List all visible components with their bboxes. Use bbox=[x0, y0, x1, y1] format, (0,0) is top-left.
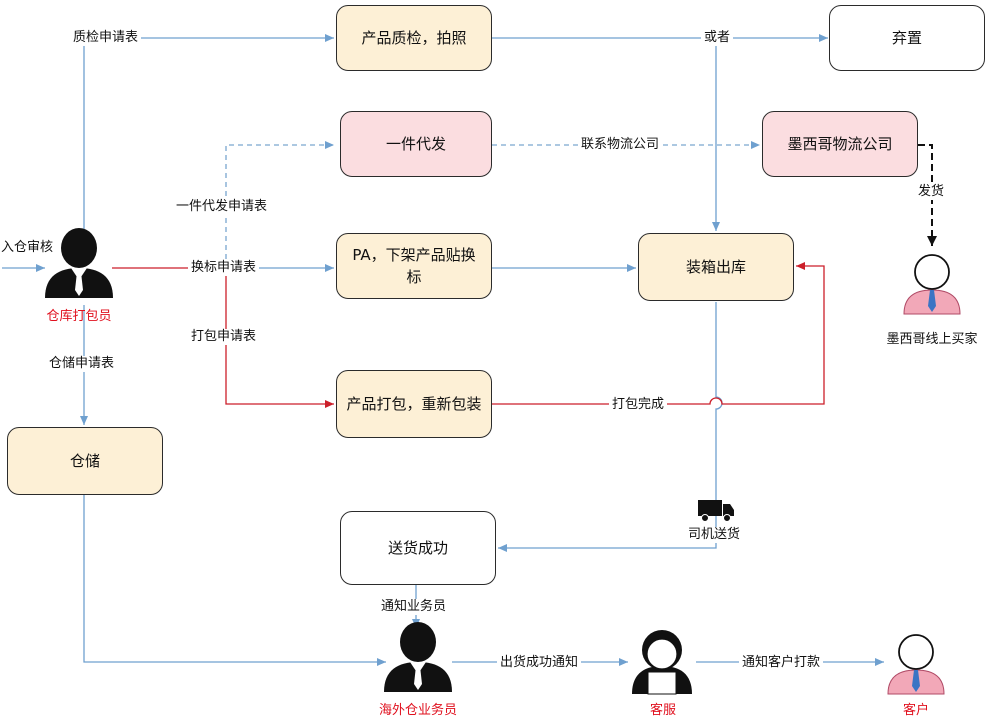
node-storage: 仓储 bbox=[7, 427, 163, 495]
role-overseas-salesperson: 海外仓业务员 bbox=[378, 703, 458, 718]
label-contact-logistics: 联系物流公司 bbox=[578, 137, 663, 153]
service-agent-icon bbox=[632, 630, 692, 695]
label-pack-request: 打包申请表 bbox=[188, 329, 260, 345]
role-customer: 客户 bbox=[902, 703, 930, 718]
businessman-icon bbox=[384, 622, 452, 692]
node-repack: 产品打包，重新包装 bbox=[336, 370, 492, 438]
arrow-pack-done bbox=[492, 262, 825, 405]
label-storage-request: 仓储申请表 bbox=[46, 356, 118, 372]
role-mexico-buyer: 墨西哥线上买家 bbox=[886, 332, 978, 347]
label-or: 或者 bbox=[701, 30, 734, 46]
node-dropship: 一件代发 bbox=[340, 111, 492, 177]
label-inbound-review: 入仓审核 bbox=[0, 240, 57, 256]
label-notify-customer-pay: 通知客户打款 bbox=[739, 655, 824, 671]
label-notify-salesperson: 通知业务员 bbox=[378, 599, 450, 615]
label-ship: 发货 bbox=[915, 184, 948, 200]
node-qc-photo: 产品质检，拍照 bbox=[336, 5, 492, 71]
node-discard: 弃置 bbox=[829, 5, 985, 71]
node-pack-out: 装箱出库 bbox=[638, 233, 794, 301]
arrow-dropship-request bbox=[225, 141, 334, 268]
person-icon bbox=[887, 634, 945, 695]
arrow-storage-to-salesperson bbox=[83, 495, 386, 666]
label-qc-request: 质检申请表 bbox=[70, 30, 142, 46]
role-warehouse-packer: 仓库打包员 bbox=[46, 309, 112, 324]
node-delivered: 送货成功 bbox=[340, 511, 496, 585]
arrow-ship bbox=[918, 144, 937, 246]
arrow-pack-request bbox=[225, 268, 334, 408]
businessman-icon bbox=[45, 228, 113, 298]
node-relabel: PA，下架产品贴换标 bbox=[336, 233, 492, 299]
label-relabel-request: 换标申请表 bbox=[188, 260, 260, 276]
person-icon bbox=[903, 254, 961, 315]
arrow-packout-to-driver bbox=[498, 302, 723, 552]
node-mexico-logistics: 墨西哥物流公司 bbox=[762, 111, 918, 177]
label-ship-success-notice: 出货成功通知 bbox=[497, 655, 582, 671]
label-pack-done: 打包完成 bbox=[609, 397, 668, 413]
truck-icon bbox=[698, 500, 734, 522]
label-dropship-request: 一件代发申请表 bbox=[173, 199, 271, 215]
label-driver-delivery: 司机送货 bbox=[685, 527, 744, 543]
role-customer-service: 客服 bbox=[649, 703, 677, 718]
